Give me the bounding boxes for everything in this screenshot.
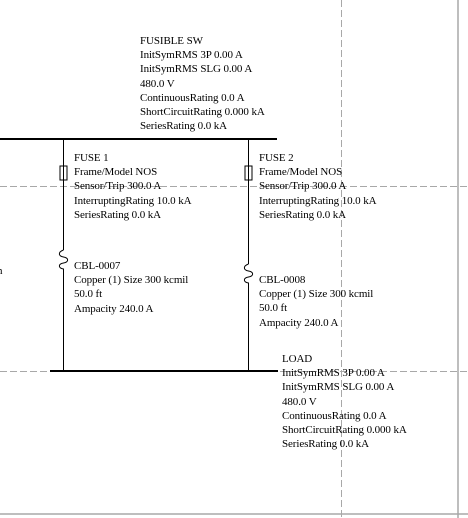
fuse-icon[interactable] (244, 165, 253, 181)
fuse-2-line: InterruptingRating 10.0 kA (259, 194, 377, 207)
load-name: LOAD (282, 353, 313, 365)
cable-0008-line: Ampacity 240.0 A (259, 316, 339, 329)
fusible-sw-line: ShortCircuitRating 0.000 kA (140, 105, 265, 118)
fusible-sw-name: FUSIBLE SW (140, 35, 203, 47)
load-line: InitSymRMS 3P 0.00 A (282, 367, 385, 380)
cable-0007-line: Copper (1) Size 300 kcmil (74, 274, 189, 287)
load-line: ShortCircuitRating 0.000 kA (282, 423, 407, 436)
fusible-sw-line: SeriesRating 0.0 kA (140, 120, 228, 133)
fuse-2-line: Frame/Model NOS (259, 166, 343, 179)
fuse-1-line: InterruptingRating 10.0 kA (74, 194, 192, 207)
fuse-1-line: Frame/Model NOS (74, 166, 158, 179)
fuse-1-label[interactable]: FUSE 1 Frame/Model NOS Sensor/Trip 300.0… (74, 151, 192, 222)
fuse-icon[interactable] (59, 165, 68, 181)
clipped-edge-text: n (0, 264, 3, 278)
fusible-sw-line: ContinuousRating 0.0 A (140, 91, 245, 104)
cable-0008-line: Copper (1) Size 300 kcmil (259, 288, 374, 301)
load-line: SeriesRating 0.0 kA (282, 438, 370, 451)
cable-0007-name: CBL-0007 (74, 260, 121, 272)
cable-coil-icon[interactable] (243, 263, 254, 285)
cable-coil-icon[interactable] (58, 249, 69, 271)
fuse-2-line: SeriesRating 0.0 kA (259, 208, 347, 221)
fuse-1-line: SeriesRating 0.0 kA (74, 208, 162, 221)
fusible-sw-line: 480.0 V (140, 77, 175, 90)
cable-0007-line: Ampacity 240.0 A (74, 302, 154, 315)
cable-0007-line: 50.0 ft (74, 288, 103, 301)
cable-0008-line: 50.0 ft (259, 302, 288, 315)
fuse-2-label[interactable]: FUSE 2 Frame/Model NOS Sensor/Trip 300.0… (259, 151, 377, 222)
fuse-2-line: Sensor/Trip 300.0 A (259, 180, 347, 193)
cable-0008-label[interactable]: CBL-0008 Copper (1) Size 300 kcmil 50.0 … (259, 273, 373, 330)
load-line: ContinuousRating 0.0 A (282, 409, 387, 422)
fuse-1-name: FUSE 1 (74, 152, 109, 164)
fuse-2-name: FUSE 2 (259, 152, 294, 164)
fusible-sw-line: InitSymRMS 3P 0.00 A (140, 49, 243, 62)
fusible-sw-label[interactable]: FUSIBLE SW InitSymRMS 3P 0.00 A InitSymR… (140, 34, 265, 133)
branch-1 (58, 139, 69, 371)
cable-0007-label[interactable]: CBL-0007 Copper (1) Size 300 kcmil 50.0 … (74, 259, 188, 316)
cable-0008-name: CBL-0008 (259, 274, 306, 286)
fuse-1-line: Sensor/Trip 300.0 A (74, 180, 162, 193)
fusible-sw-line: InitSymRMS SLG 0.00 A (140, 63, 253, 76)
load-label[interactable]: LOAD InitSymRMS 3P 0.00 A InitSymRMS SLG… (282, 352, 407, 451)
load-line: 480.0 V (282, 395, 317, 408)
branch-2 (243, 139, 254, 371)
load-line: InitSymRMS SLG 0.00 A (282, 381, 395, 394)
